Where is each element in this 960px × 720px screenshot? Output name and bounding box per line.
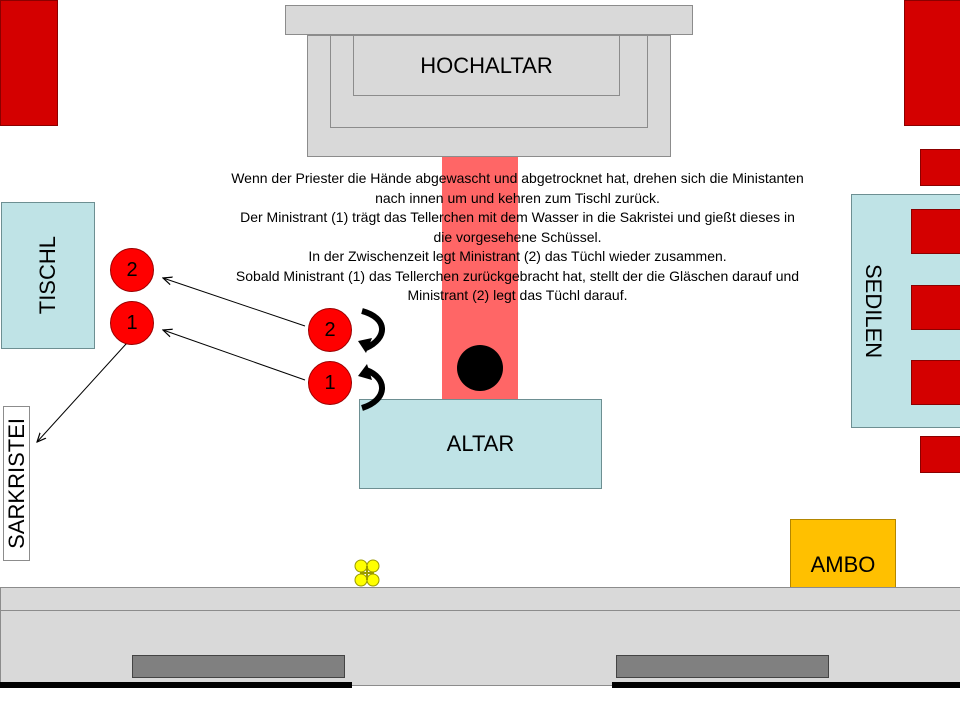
- explanation-line-1: Wenn der Priester die Hände abgewascht u…: [231, 170, 804, 206]
- bench-right: [616, 655, 829, 678]
- seat-block-right: [904, 0, 960, 126]
- seat-right-1: [920, 149, 960, 186]
- sakristei: SARKRISTEI: [3, 406, 30, 561]
- arrow-tischl-sakristei: [37, 344, 126, 442]
- flower-icon: [354, 559, 380, 587]
- server-1-at-altar: 1: [308, 361, 352, 405]
- priest-marker: [457, 345, 503, 391]
- hochaltar: HOCHALTAR: [353, 35, 620, 96]
- server-2-at-altar: 2: [308, 308, 352, 352]
- explanation-line-3: In der Zwischenzeit legt Ministrant (2) …: [308, 248, 727, 264]
- bottom-step: [0, 587, 960, 611]
- arrow-server2-to-tischl: [163, 278, 306, 327]
- arrow-server1-to-tischl: [163, 330, 306, 381]
- seat-right-4: [911, 360, 960, 405]
- seat-right-2: [911, 209, 960, 254]
- tischl: TISCHL: [1, 202, 95, 349]
- explanation-text: Wenn der Priester die Hände abgewascht u…: [230, 169, 805, 306]
- server-1-at-table: 1: [110, 301, 154, 345]
- bench-left: [132, 655, 345, 678]
- seat-right-5: [920, 436, 960, 473]
- bottom-line-left: [0, 682, 352, 688]
- seat-right-3: [911, 285, 960, 330]
- ambo-label: AMBO: [810, 551, 876, 577]
- hochaltar-top-ledge: [285, 5, 693, 35]
- server-2-at-table: 2: [110, 248, 154, 292]
- seat-block-left: [0, 0, 58, 126]
- turn-arrow-server1-icon: [360, 367, 385, 411]
- altar-label: ALTAR: [446, 431, 515, 456]
- hochaltar-label: HOCHALTAR: [420, 52, 553, 78]
- explanation-line-2: Der Ministrant (1) trägt das Tellerchen …: [240, 209, 795, 245]
- sedilen-label: SEDILEN: [861, 263, 886, 359]
- altar: ALTAR: [359, 399, 602, 489]
- bottom-line-right: [612, 682, 960, 688]
- turn-arrow-server2-icon: [361, 308, 385, 351]
- explanation-line-4: Sobald Ministrant (1) das Tellerchen zur…: [235, 267, 800, 304]
